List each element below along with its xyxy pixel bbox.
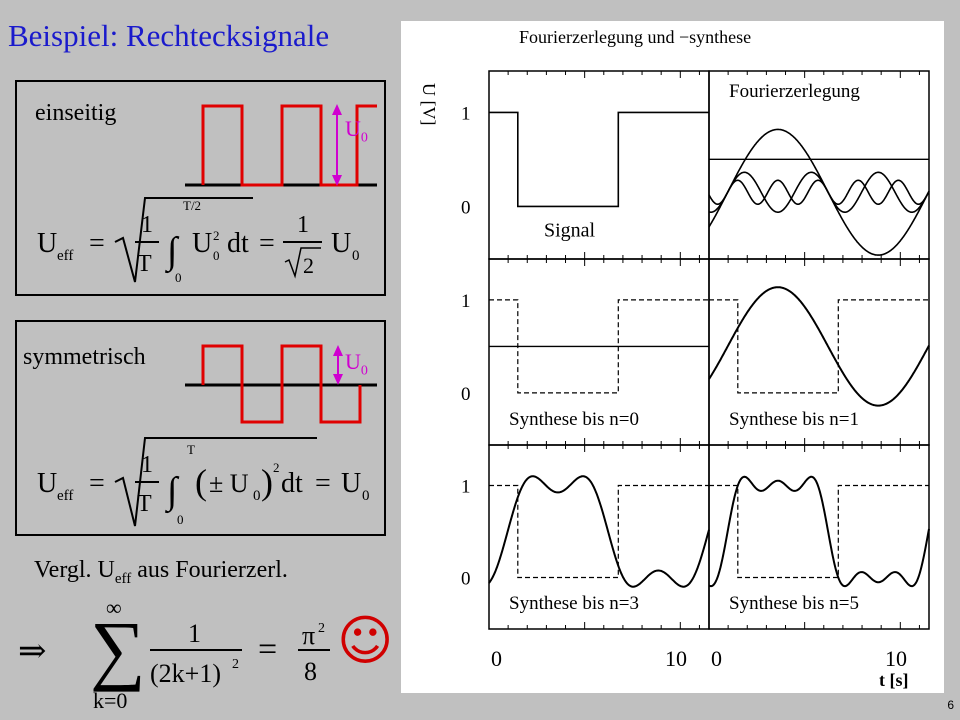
reference-signal — [709, 484, 929, 579]
x-tick-label: 10 — [885, 646, 907, 671]
svg-text:π: π — [302, 621, 315, 650]
signal-curve — [489, 111, 709, 208]
svg-text:=: = — [89, 228, 105, 259]
svg-text:U: U — [331, 228, 351, 259]
svg-text:∫: ∫ — [165, 470, 180, 514]
svg-text:T: T — [187, 442, 195, 457]
panel-label: Synthese bis n=1 — [729, 409, 859, 430]
fourier-figure: Fourierzerlegung und −synthese U [V] t [… — [401, 21, 944, 693]
svg-text:(2k+1): (2k+1) — [150, 659, 221, 688]
y-tick-label: 1 — [461, 103, 471, 124]
symmetric-box: symmetrisch U eff = 1 T ∫ 0 T ( ± U 0 ) … — [15, 320, 386, 536]
svg-text:dt: dt — [281, 468, 303, 499]
one-sided-square-wave: U eff = 1 T ∫ 0 T/2 U 2 0 dt = 1 2 U 0 — [37, 104, 377, 285]
svg-text:T: T — [137, 491, 152, 517]
synthesis-curve — [488, 475, 710, 588]
reference-signal — [709, 299, 929, 394]
symmetric-amplitude-label: U0 — [345, 349, 368, 379]
svg-text:T/2: T/2 — [183, 198, 201, 213]
x-tick-label: 10 — [665, 646, 687, 671]
y-tick-label: 0 — [461, 384, 471, 405]
harmonic-curve — [708, 128, 930, 256]
svg-text:± U: ± U — [209, 469, 249, 498]
svg-text:=: = — [258, 631, 277, 668]
x-axis-label: t [s] — [879, 670, 909, 690]
symmetric-formula: U eff = 1 T ∫ 0 T ( ± U 0 ) 2 dt = U 0 — [37, 437, 370, 527]
smiley-icon: ☺ — [337, 609, 394, 672]
one-sided-amplitude-label: U0 — [345, 116, 368, 146]
svg-text:k=0: k=0 — [93, 688, 127, 713]
svg-text:1: 1 — [141, 452, 153, 478]
one-sided-signal — [201, 104, 377, 187]
svg-text:1: 1 — [188, 619, 201, 648]
svg-text:dt: dt — [227, 228, 249, 259]
y-tick-label: 0 — [461, 197, 471, 218]
svg-text:0: 0 — [253, 488, 261, 504]
panel-label: Fourierzerlegung — [729, 81, 860, 102]
svg-text:2: 2 — [303, 253, 314, 278]
panel-label: Synthese bis n=0 — [509, 409, 639, 430]
page-number: 6 — [947, 698, 954, 712]
fourier-plot: Fourierzerlegung und −synthese U [V] t [… — [419, 27, 930, 690]
svg-text:(: ( — [195, 462, 207, 502]
svg-text:=: = — [89, 468, 105, 499]
reference-signal — [489, 299, 709, 394]
y-tick-label: 1 — [461, 291, 471, 312]
comparison-text: Vergl. Ueff aus Fourierzerl. — [34, 557, 288, 587]
panel-label: Synthese bis n=3 — [509, 593, 639, 614]
panel-label: Synthese bis n=5 — [729, 593, 859, 614]
svg-text:0: 0 — [362, 488, 370, 504]
svg-text:2: 2 — [273, 460, 280, 475]
symmetric-square-wave: U eff = 1 T ∫ 0 T ( ± U 0 ) 2 dt = U 0 — [37, 344, 377, 527]
svg-text:∞: ∞ — [106, 595, 122, 620]
svg-text:eff: eff — [57, 488, 73, 504]
symmetric-label: symmetrisch — [23, 344, 146, 370]
svg-text:0: 0 — [177, 512, 184, 527]
svg-text:U: U — [341, 468, 361, 499]
svg-text:8: 8 — [304, 657, 317, 686]
one-sided-label: einseitig — [35, 100, 117, 126]
panel-label: Signal — [544, 219, 596, 241]
svg-text:U: U — [192, 228, 212, 259]
symmetric-signal — [201, 344, 362, 424]
panel-frame — [708, 444, 930, 630]
svg-text:U: U — [37, 228, 57, 259]
svg-text:1: 1 — [297, 212, 309, 238]
slide-title: Beispiel: Rechtecksignale — [8, 18, 330, 53]
one-sided-box: einseitig U eff = 1 T ∫ 0 T/2 U 2 0 dt =… — [15, 80, 386, 296]
svg-text:0: 0 — [175, 270, 182, 285]
svg-text:2: 2 — [318, 621, 325, 636]
sum-formula: ⇒ ∑ ∞ k=0 1 (2k+1) 2 = π 2 8 — [18, 595, 330, 713]
svg-text:): ) — [261, 462, 273, 502]
svg-text:∫: ∫ — [165, 230, 180, 274]
panel-frame — [488, 70, 710, 260]
harmonic-curve — [708, 171, 930, 213]
svg-text:1: 1 — [141, 212, 153, 238]
x-tick-label: 0 — [711, 646, 722, 671]
harmonic-curve — [708, 179, 930, 205]
y-tick-label: 0 — [461, 568, 471, 589]
svg-text:∑: ∑ — [90, 605, 146, 692]
svg-text:2: 2 — [213, 228, 220, 243]
svg-text:T: T — [137, 251, 152, 277]
one-sided-formula: U eff = 1 T ∫ 0 T/2 U 2 0 dt = 1 2 U 0 — [37, 197, 360, 285]
svg-text:⇒: ⇒ — [18, 633, 47, 670]
x-tick-label: 0 — [491, 646, 502, 671]
svg-text:=: = — [259, 228, 275, 259]
svg-text:0: 0 — [213, 248, 220, 263]
svg-text:2: 2 — [232, 657, 239, 672]
svg-text:eff: eff — [57, 248, 73, 264]
synthesis-curve — [708, 286, 930, 407]
svg-text:U: U — [37, 468, 57, 499]
svg-text:=: = — [315, 468, 331, 499]
synthesis-curve — [708, 475, 930, 588]
figure-title: Fourierzerlegung und −synthese — [519, 27, 751, 47]
y-axis-label: U [V] — [419, 83, 439, 126]
svg-text:0: 0 — [352, 248, 360, 264]
reference-signal — [489, 484, 709, 579]
y-tick-label: 1 — [461, 476, 471, 497]
